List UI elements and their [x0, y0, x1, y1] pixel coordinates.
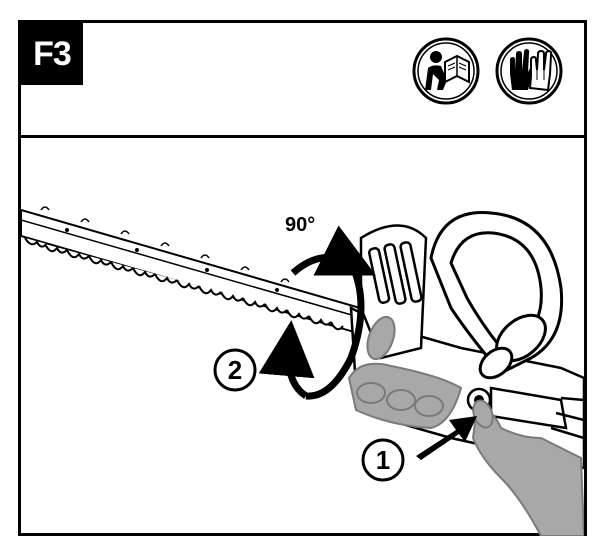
figure-frame: F3 — [18, 20, 587, 536]
read-manual-icon — [412, 37, 480, 105]
callout-1-number: 1 — [376, 445, 390, 475]
callout-2-number: 2 — [228, 355, 242, 385]
step-badge: F3 — [21, 23, 83, 85]
callout-2: 2 — [213, 348, 257, 392]
rotation-arrow — [258, 225, 377, 400]
figure-header: F3 — [21, 23, 584, 138]
rotating-handle — [429, 211, 564, 380]
rotation-angle-label: 90° — [285, 214, 315, 236]
push-arrow — [416, 416, 477, 460]
left-hand — [347, 315, 463, 430]
wear-gloves-icon — [495, 37, 563, 105]
blade — [21, 206, 391, 344]
right-hand — [471, 399, 584, 536]
hedge-trimmer-illustration: 90° 2 1 — [21, 206, 584, 536]
callout-1: 1 — [361, 438, 405, 482]
